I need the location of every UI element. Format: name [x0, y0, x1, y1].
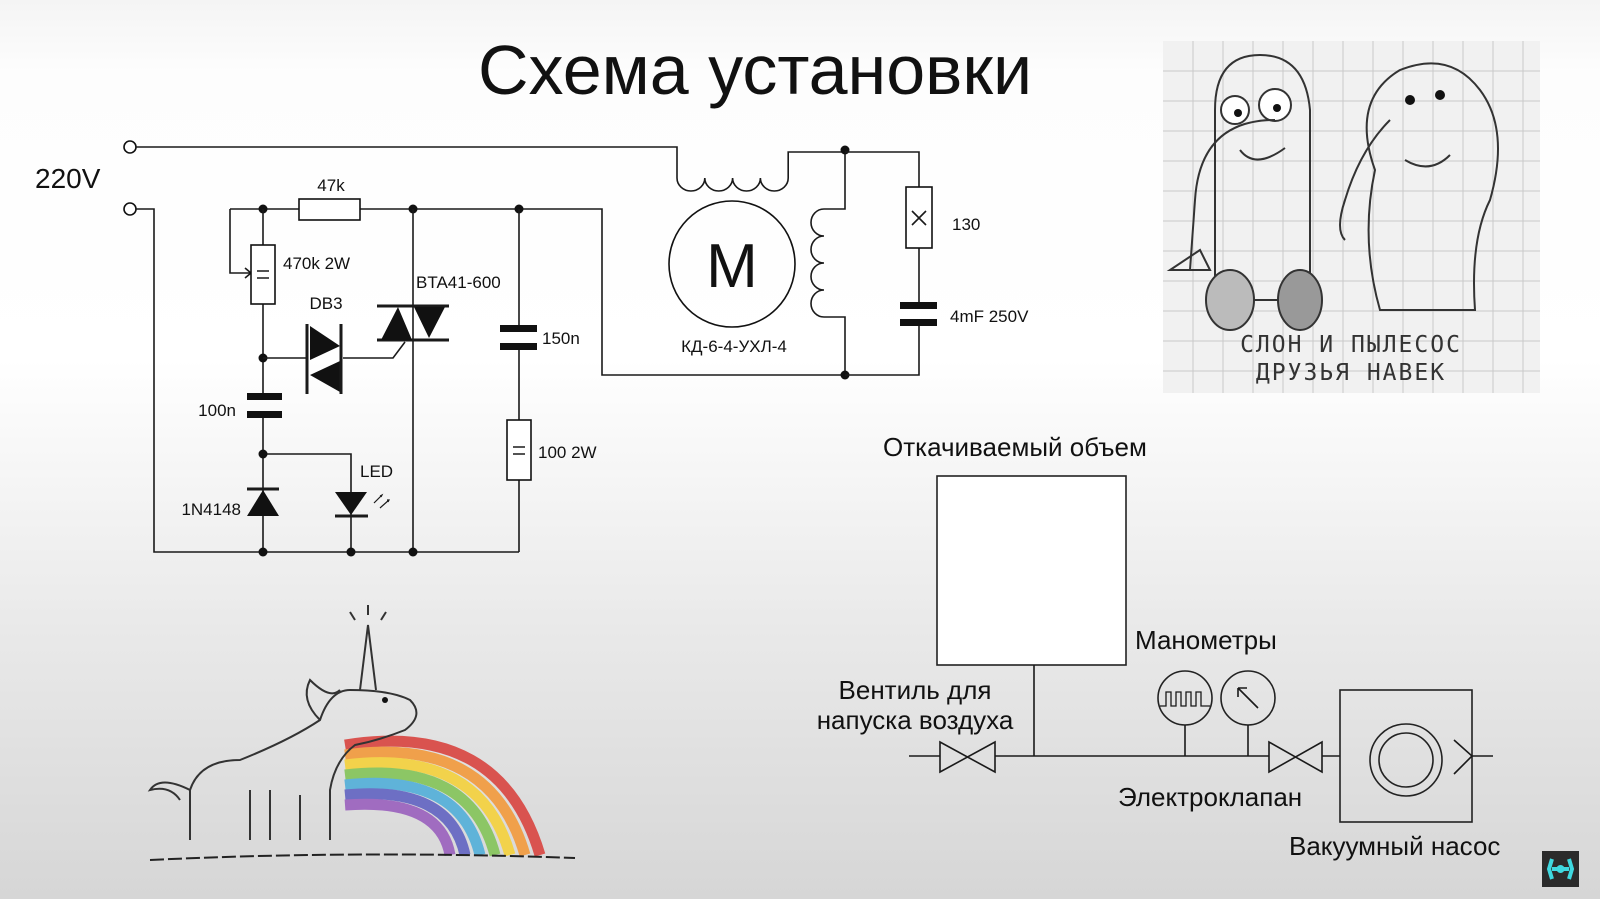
resistor-100-label: 100 2W — [538, 443, 597, 462]
volume-label: Откачиваемый объем — [883, 432, 1147, 462]
wire — [845, 151, 920, 376]
resistor-47k — [298, 198, 361, 221]
led-symbol — [335, 492, 367, 515]
resistor-47k-label: 47k — [317, 176, 345, 195]
valve-label-line2: напуска воздуха — [817, 705, 1014, 735]
pulse-wave — [1160, 691, 1210, 707]
wire — [136, 146, 678, 178]
diac-bars — [305, 324, 343, 394]
junction-dot — [840, 145, 850, 155]
channel-logo[interactable] — [1542, 851, 1579, 887]
wire — [136, 208, 519, 553]
pipe-line — [909, 665, 1493, 757]
pump-rotor-inner — [1378, 732, 1434, 788]
diac-symbol — [310, 326, 340, 392]
gauge-needle — [1237, 687, 1259, 709]
junction-dot — [258, 449, 268, 459]
gauge-stem — [1184, 725, 1249, 756]
capacitor-plate — [900, 319, 937, 326]
solenoid-valve-icon — [1268, 740, 1323, 774]
vacuum-diagram: Откачиваемый объем Вентиль для напуска в… — [817, 432, 1501, 861]
wire — [262, 418, 352, 552]
cross-mark — [911, 210, 927, 226]
junction-dot — [346, 547, 356, 557]
sketch-caption-line1: СЛОН И ПЫЛЕСОС — [1240, 332, 1462, 358]
capacitor-plate — [247, 393, 282, 400]
triac-label: BTA41-600 — [416, 273, 501, 292]
capacitor-150n-label: 150n — [542, 329, 580, 348]
capacitor-plate — [500, 325, 537, 332]
diode-label: 1N4148 — [181, 500, 241, 519]
resistor-130-label: 130 — [952, 215, 980, 234]
voltage-label: 220V — [35, 163, 101, 194]
resistor-mark — [513, 446, 525, 455]
slide-title: Схема установки — [478, 31, 1032, 109]
rainbow — [344, 735, 546, 857]
resistor-130 — [905, 186, 933, 249]
terminal-2 — [123, 202, 137, 216]
capacitor-100n-label: 100n — [198, 401, 236, 420]
valve-label-line1: Вентиль для — [839, 675, 992, 705]
motor-symbol — [668, 200, 796, 328]
capacitor-plate — [247, 411, 282, 418]
vacuum-pump-box — [1339, 689, 1473, 823]
unicorn-rainbow-sketch — [147, 605, 576, 861]
evacuated-volume-box — [936, 475, 1127, 666]
motor-letter: M — [706, 232, 758, 301]
diode-symbol — [247, 490, 279, 516]
junction-dot — [258, 547, 268, 557]
diac-label: DB3 — [309, 294, 342, 313]
motor-winding-side — [810, 150, 846, 375]
terminal-1 — [123, 140, 137, 154]
elephant-vacuum-sketch: СЛОН И ПЫЛЕСОС ДРУЗЬЯ НАВЕК — [1163, 41, 1540, 393]
motor-winding-top — [676, 151, 845, 192]
potentiometer-470k — [250, 244, 276, 305]
wire — [229, 209, 264, 397]
capacitor-plate — [500, 343, 537, 350]
unicorn-body — [189, 688, 418, 840]
triac-symbol — [381, 307, 445, 340]
pump-label: Вакуумный насос — [1289, 831, 1500, 861]
junction-dot — [408, 547, 418, 557]
motor-label: КД-6-4-УХЛ-4 — [681, 337, 787, 356]
pump-rotor-outer — [1369, 723, 1443, 797]
potentiometer-label: 470k 2W — [283, 254, 350, 273]
resistor-100 — [506, 419, 532, 481]
circuit-diagram: 220V M КД-6-4-УХЛ-4 130 4mF 250V 47k — [35, 140, 1029, 557]
pump-outlet-chevron — [1453, 739, 1474, 775]
resistor-mark — [257, 270, 269, 279]
sketch-caption-line2: ДРУЗЬЯ НАВЕК — [1256, 360, 1446, 386]
elephant-figure — [1365, 62, 1499, 311]
capacitor-plate — [900, 302, 937, 309]
light-arrows-icon — [373, 493, 390, 509]
gauges-label: Манометры — [1135, 625, 1277, 655]
vacuum-cleaner-figure — [1214, 53, 1311, 301]
solenoid-label: Электроклапан — [1118, 782, 1302, 812]
wire — [263, 341, 406, 359]
led-label: LED — [360, 462, 393, 481]
air-inlet-valve-icon — [939, 740, 996, 774]
capacitor-4mf-label: 4mF 250V — [950, 307, 1029, 326]
